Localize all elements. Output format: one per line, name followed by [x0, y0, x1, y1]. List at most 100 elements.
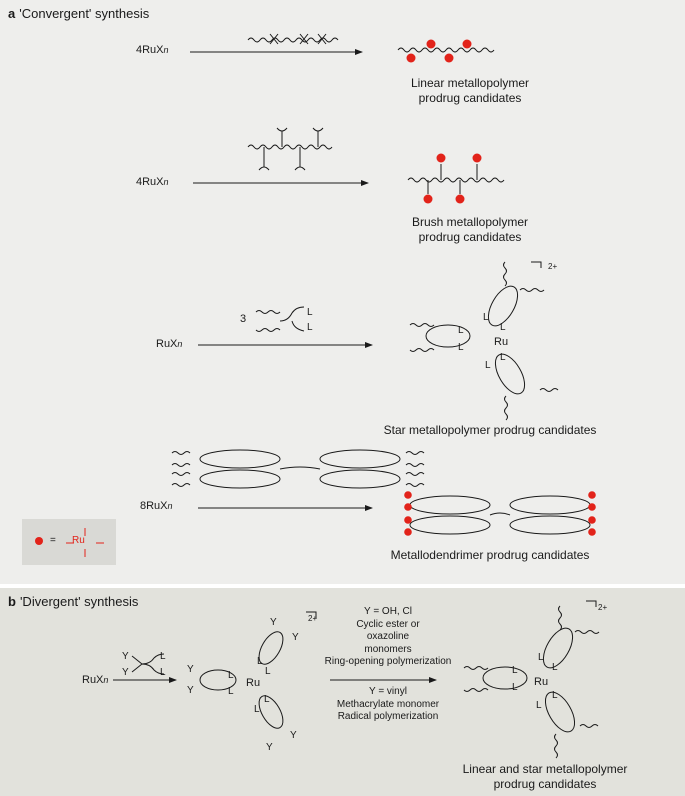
b-product-arm-5 [554, 733, 558, 759]
star-a-charge: 2+ [548, 262, 558, 271]
ru-dot [404, 528, 412, 536]
star-a-l6: L [485, 360, 491, 371]
panel-b-letter: b [8, 594, 16, 609]
b-l4: L [265, 666, 271, 677]
dendrimer-p-core [489, 512, 511, 516]
ligand-tail-2 [255, 328, 281, 332]
ru-dot [462, 39, 472, 49]
b-product-chelate-top [542, 627, 574, 669]
b-lig-l1: L [160, 651, 166, 662]
panel-a-title: a'Convergent' synthesis [8, 6, 149, 21]
b-pl5: L [552, 690, 558, 701]
dendrimer-p-bottom-left [409, 515, 491, 535]
dendrimer-p-bottom-right [509, 515, 591, 535]
b-chelate-top [258, 631, 284, 665]
b-pl4: L [552, 662, 558, 673]
star-a-l2: L [458, 342, 464, 353]
polymer-brush-reactant [247, 144, 333, 150]
ru-dot [404, 516, 412, 524]
ru-dot [588, 491, 596, 499]
b-complex-metal: Ru [246, 677, 261, 689]
star-a-arm-5 [504, 395, 508, 421]
legend-ru-bonds [66, 528, 104, 557]
star-a-arm-3 [503, 261, 507, 287]
caption-dendrimer: Metallodendrimer prodrug candidates [390, 548, 590, 562]
polymer-brush-product [407, 177, 505, 183]
brush-reactant-ends [258, 127, 324, 171]
star-a-l1: L [458, 325, 464, 336]
b-product-chelate-bottom [544, 691, 576, 733]
ru-dot [423, 194, 433, 204]
star-a-bracket [531, 261, 542, 268]
dendrimer-p-top-right [509, 495, 591, 515]
star-a-l5: L [500, 352, 506, 363]
dendron-r-bottom-left [199, 469, 281, 489]
ligand-l-1: L [307, 307, 313, 318]
dendrimer-p-top-left [409, 495, 491, 515]
b-product-charge: 2+ [598, 603, 608, 612]
ru-dot [436, 153, 446, 163]
b-lig-l2: L [160, 667, 166, 678]
ru-dot [406, 53, 416, 63]
b-product-chelate-left [482, 666, 528, 690]
b-product-arm-6 [579, 724, 599, 728]
panel-b-title-text: 'Divergent' synthesis [19, 594, 139, 609]
legend-equals: = [50, 535, 56, 546]
star-a-l4: L [500, 322, 506, 333]
b-pl1: L [512, 665, 518, 676]
dendron-r-top-left [199, 449, 281, 469]
star-a-chelate-top [487, 285, 519, 327]
star-a-arm-2 [409, 348, 435, 352]
panel-b [0, 588, 685, 796]
b-pl3: L [538, 652, 544, 663]
star-a-arm-6 [539, 388, 559, 392]
b-product-metal: Ru [534, 676, 549, 688]
ru-dot [404, 491, 412, 499]
legend-ru-label: Ru [72, 535, 85, 546]
b-l2: L [228, 686, 234, 697]
dendron-r-right-tails [405, 451, 425, 487]
brush-reactant-arms [263, 131, 319, 167]
b-lig-y1: Y [122, 651, 129, 662]
polymer-linear-product [397, 47, 495, 53]
star-a-chelate-left [425, 324, 471, 348]
b-l6: L [254, 704, 260, 715]
b-product-arm-4 [574, 630, 600, 634]
dendron-r-bottom-right [319, 469, 401, 489]
b-y7: Y [290, 730, 297, 741]
b-y4: Y [187, 685, 194, 696]
ru-dot [588, 528, 596, 536]
ligand-l-2: L [307, 322, 313, 333]
dendron-r-core [279, 466, 321, 470]
b-product-bracket [586, 600, 597, 607]
b-complex-charge: 2+ [308, 614, 318, 623]
b-ligand [131, 653, 165, 675]
polymer-reactant-1-marks [269, 33, 327, 45]
b-l1: L [228, 670, 234, 681]
ru-dot [455, 194, 465, 204]
star-a-arm-1 [409, 323, 435, 327]
reagent-row4: 8RuXn [140, 500, 173, 512]
b-product-arm-3 [558, 605, 562, 631]
b-y8: Y [266, 742, 273, 753]
b-chelate-left [199, 669, 237, 691]
ru-dot [444, 53, 454, 63]
panel-a-title-text: 'Convergent' synthesis [19, 6, 150, 21]
b-y5: Y [270, 617, 277, 628]
dendron-r-top-right [319, 449, 401, 469]
ligand-bidentate [279, 306, 305, 332]
reagent-panel-b: RuXn [82, 674, 109, 686]
b-bracket [306, 611, 317, 618]
star-a-chelate-bottom [494, 353, 526, 395]
ligand-tail-1 [255, 310, 281, 314]
b-product-arm-1 [463, 666, 489, 670]
ru-dots [35, 39, 596, 545]
ru-dot [404, 503, 412, 511]
ru-dot [426, 39, 436, 49]
b-pl6: L [536, 700, 542, 711]
